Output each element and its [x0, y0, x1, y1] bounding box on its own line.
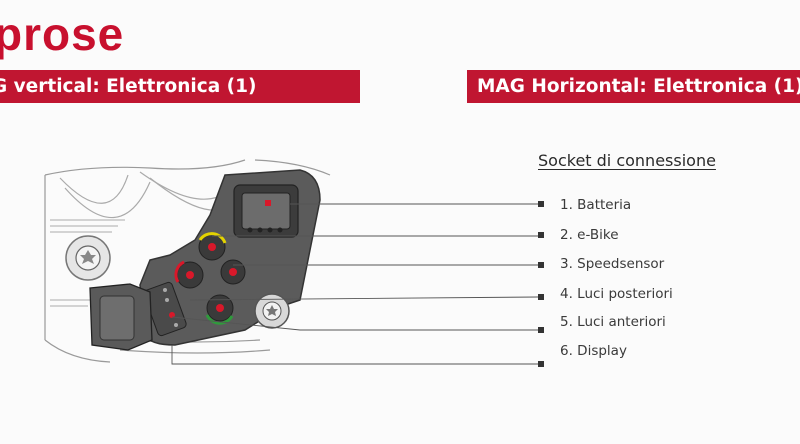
legend-item-rear-lights: 4. Luci posteriori [560, 286, 673, 302]
front-light-socket [205, 294, 234, 325]
left-bolt-icon [65, 235, 111, 281]
section-banner-vertical: G vertical: Elettronica (1) [0, 70, 360, 103]
display-plug [89, 283, 153, 351]
bullet-marker [538, 201, 544, 207]
bullet-marker [538, 262, 544, 268]
speedsensor-socket [220, 259, 246, 285]
battery-socket [233, 184, 299, 238]
bullet-marker [538, 327, 544, 333]
legend-item-ebike: 2. e-Bike [560, 227, 619, 243]
banner-title-horizontal: MAG Horizontal: Elettronica (1) [477, 76, 800, 97]
display-socket [143, 281, 187, 337]
ebike-socket [198, 232, 227, 261]
section-banner-horizontal: MAG Horizontal: Elettronica (1) [467, 70, 800, 103]
legend-item-battery: 1. Batteria [560, 197, 632, 213]
legend-title: Socket di connessione [538, 151, 716, 170]
rear-light-socket [174, 260, 204, 289]
legend-item-front-lights: 5. Luci anteriori [560, 314, 666, 330]
bullet-marker [538, 232, 544, 238]
bullet-marker [538, 361, 544, 367]
legend-item-display: 6. Display [560, 343, 627, 359]
bullet-marker [538, 294, 544, 300]
right-bolt-icon [254, 293, 290, 329]
legend-item-speedsensor: 3. Speedsensor [560, 256, 665, 272]
leader-lines [171, 203, 539, 365]
brand-logo: prose [0, 8, 125, 60]
banner-title-vertical: G vertical: Elettronica (1) [0, 76, 257, 97]
